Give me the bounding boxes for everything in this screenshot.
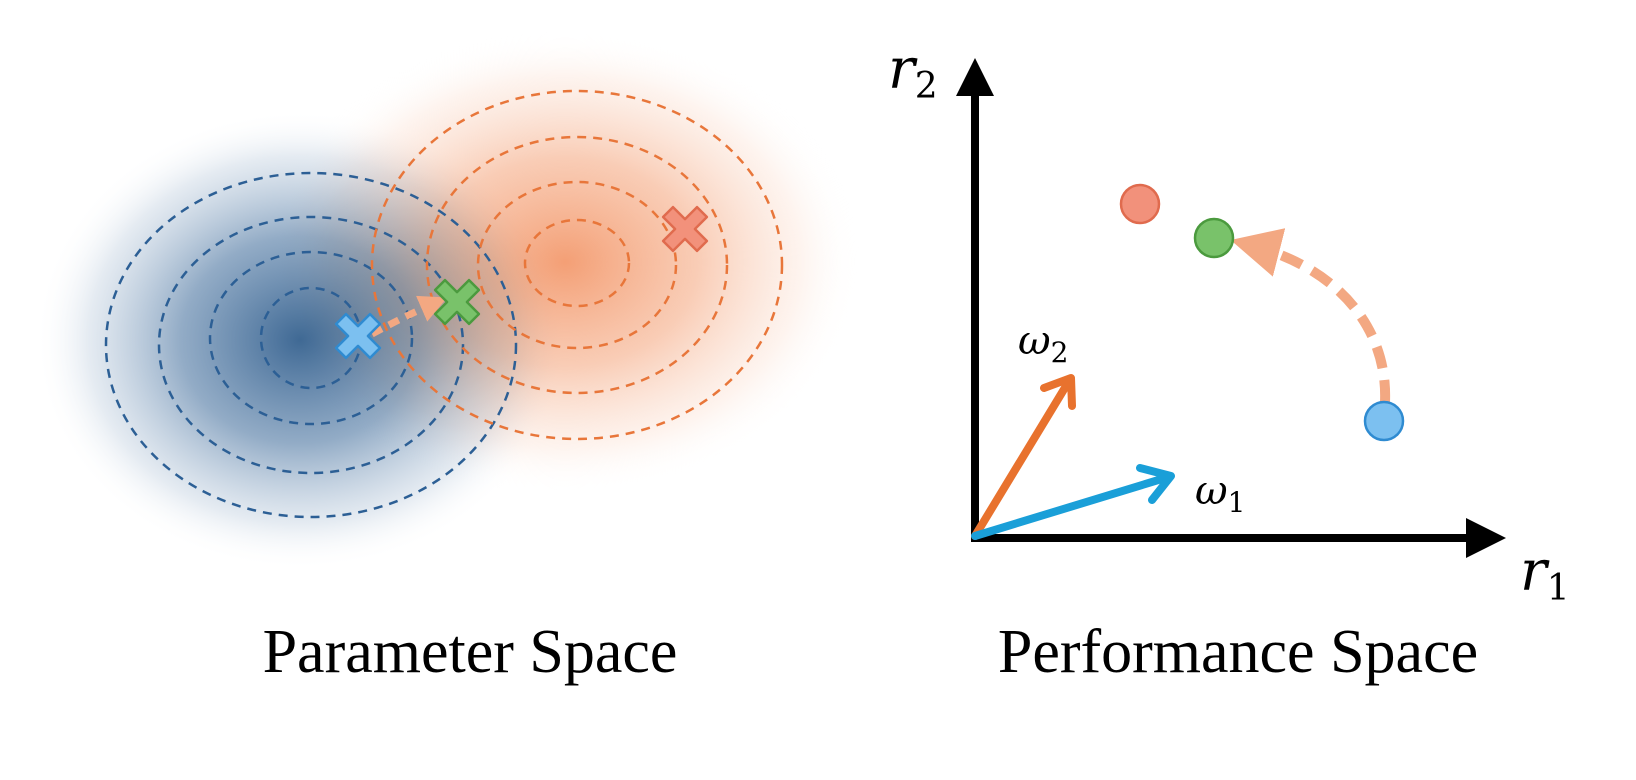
parameter-space-panel: Parameter Space [35, 30, 860, 686]
performance-space-caption: Performance Space [998, 618, 1478, 686]
blue-contour-3 [208, 250, 414, 426]
blue-cross-icon [334, 312, 382, 360]
blue-contour-1 [104, 171, 518, 519]
orange-distribution-region [270, 30, 860, 494]
omega-1-label: ω1 [1195, 468, 1245, 519]
performance-space-panel: r2 r1 ω2 ω1 Performance Space [888, 37, 1570, 686]
blue-contour-2 [157, 215, 465, 475]
parameter-space-caption: Parameter Space [263, 618, 678, 686]
x-axis-arrowhead-icon [1466, 518, 1506, 558]
omega-2-vector [971, 374, 1076, 540]
x-axis-label: r1 [1520, 539, 1570, 609]
orange-point-icon [1119, 183, 1161, 225]
parameter-update-arrow [370, 295, 448, 338]
blue-point-icon [1363, 400, 1405, 442]
orange-contour-1 [370, 89, 784, 441]
orange-contour-3 [476, 180, 678, 350]
y-axis-label: r2 [888, 37, 938, 107]
orange-contours [370, 89, 784, 441]
green-point-icon [1193, 217, 1235, 259]
performance-trajectory-arrow [1230, 228, 1391, 403]
orange-contour-2 [425, 135, 729, 395]
omega-1-vector [971, 464, 1175, 540]
orange-contour-4 [523, 218, 631, 308]
orange-cross-icon [661, 205, 709, 253]
green-cross-icon [433, 278, 481, 326]
y-axis-arrowhead-icon [956, 58, 994, 96]
omega-2-label: ω2 [1018, 318, 1068, 369]
